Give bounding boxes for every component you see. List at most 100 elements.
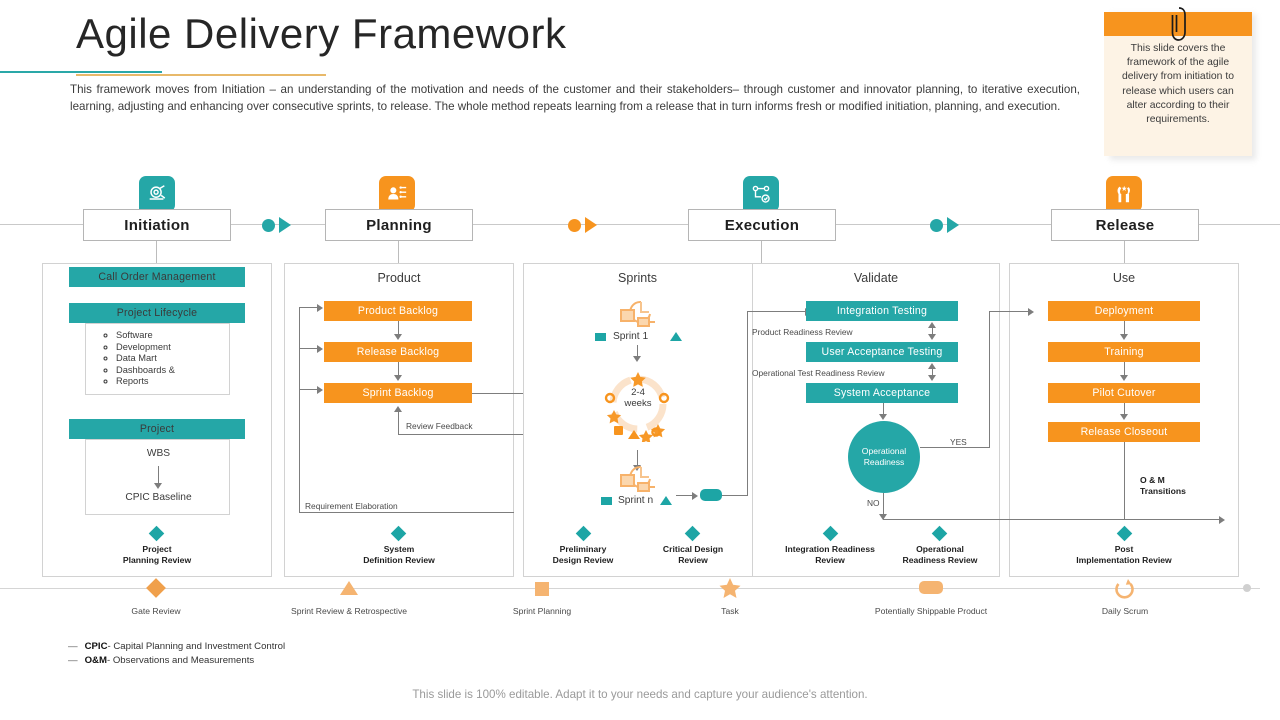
label-review-feedback: Review Feedback: [404, 421, 475, 431]
feeder-to-product: [299, 307, 318, 308]
list-item: Software: [116, 330, 229, 342]
feeder-to-release: [299, 348, 318, 349]
target-scope-icon: [139, 176, 175, 212]
user-plan-icon: [379, 176, 415, 212]
list-item: Development: [116, 342, 229, 354]
arrowhead-icon: [879, 414, 887, 420]
definition-dash: —: [68, 641, 78, 652]
label-sprint-cycle-duration: 2-4 weeks: [624, 387, 652, 409]
star-orange-icon: [719, 578, 741, 598]
square-orange-icon: [535, 582, 549, 596]
definition-desc: - Observations and Measurements: [106, 655, 255, 666]
bar-training[interactable]: Training: [1048, 342, 1200, 362]
sticky-note-header-strip: [1104, 12, 1252, 36]
phase-rail: [0, 224, 1280, 225]
definitions-block: — CPIC- Capital Planning and Investment C…: [68, 640, 285, 668]
label-no: NO: [866, 498, 881, 508]
phase-execution[interactable]: Execution: [688, 209, 836, 241]
sticky-note: This slide covers the framework of the a…: [1104, 6, 1256, 160]
legend-rail: [0, 588, 1260, 589]
requirement-elaboration-line: [299, 512, 514, 513]
bar-release-backlog[interactable]: Release Backlog: [324, 342, 472, 362]
bar-pilot-cutover[interactable]: Pilot Cutover: [1048, 383, 1200, 403]
arrowhead-icon: [928, 322, 936, 328]
cycle-to-sprint-n: [637, 450, 638, 466]
label-operational-test-readiness-review: Operational Test Readiness Review: [752, 368, 885, 378]
gate2-connector: [932, 368, 933, 377]
arrowhead-icon: [317, 304, 323, 312]
phase-initiation[interactable]: Initiation: [83, 209, 231, 241]
bar-project[interactable]: Project: [69, 419, 245, 439]
definition-desc: - Capital Planning and Investment Contro…: [107, 641, 286, 652]
lifecycle-item-list: Software Development Data Mart Dashboard…: [86, 330, 229, 388]
requirement-feeder-rail: [299, 307, 300, 512]
bar-call-order-management[interactable]: Call Order Management: [69, 267, 245, 287]
connector-initiation-planning: [262, 217, 291, 233]
label-sprint-first: Sprint 1: [613, 331, 649, 342]
workflow-check-icon: [743, 176, 779, 212]
definition-term: CPIC: [84, 641, 108, 652]
phase-planning[interactable]: Planning: [325, 209, 473, 241]
capsule-orange-icon: [919, 581, 943, 594]
validate-to-deployment: [989, 311, 1029, 312]
training-to-pilot: [1124, 362, 1125, 376]
sprint-backlog-to-cycle: [472, 393, 570, 394]
review-feedback-stem: [398, 411, 399, 434]
feeder-to-sprint: [299, 389, 318, 390]
bar-system-acceptance[interactable]: System Acceptance: [806, 383, 958, 403]
section-title-use: Use: [1112, 271, 1136, 285]
deployment-to-training: [1124, 321, 1125, 335]
validate-riser: [747, 311, 748, 496]
bar-sprint-backlog[interactable]: Sprint Backlog: [324, 383, 472, 403]
legend-end-dot-icon: [1243, 584, 1251, 592]
bar-product-backlog[interactable]: Product Backlog: [324, 301, 472, 321]
title-rule-orange: [76, 74, 326, 76]
legend-gate-review: Gate Review: [131, 606, 181, 616]
intro-paragraph: This framework moves from Initiation – a…: [70, 83, 1080, 113]
arrowhead-icon: [317, 386, 323, 394]
arrowhead-icon: [1120, 375, 1128, 381]
legend-sprint-review-retrospective: Sprint Review & Retrospective: [290, 606, 408, 616]
arrowhead-icon: [1219, 516, 1225, 524]
stem-initiation: [156, 241, 157, 263]
title-rule-teal: [0, 71, 162, 73]
milestone-operational-readiness-review: Operational Readiness Review: [902, 544, 978, 565]
arrowhead-icon: [928, 334, 936, 340]
sprint1-square-marker-icon: [595, 333, 606, 341]
bar-user-acceptance-testing[interactable]: User Acceptance Testing: [806, 342, 958, 362]
arrowhead-icon: [928, 375, 936, 381]
arrowhead-icon: [394, 334, 402, 340]
sprint-cycle-icon: [604, 372, 670, 442]
definition-row: — CPIC- Capital Planning and Investment C…: [68, 640, 285, 654]
yes-path-riser: [989, 311, 990, 448]
connector-planning-execution: [568, 217, 597, 233]
execution-subpanel-divider: [752, 263, 753, 577]
phase-release[interactable]: Release: [1051, 209, 1199, 241]
sticky-note-body: [1104, 12, 1252, 156]
closeout-to-om: [1124, 442, 1125, 519]
label-wbs: WBS: [146, 448, 171, 459]
decision-operational-readiness[interactable]: Operational Readiness: [848, 421, 920, 493]
paperclip-icon: [1171, 7, 1186, 41]
label-cpic-baseline: CPIC Baseline: [125, 492, 192, 503]
bar-integration-testing[interactable]: Integration Testing: [806, 301, 958, 321]
bar-deployment[interactable]: Deployment: [1048, 301, 1200, 321]
legend-daily-scrum: Daily Scrum: [1101, 606, 1149, 616]
list-item: Data Mart: [116, 353, 229, 365]
list-item: Dashboards &: [116, 365, 229, 377]
validate-entry-line: [747, 311, 806, 312]
sprint1-to-cycle: [637, 345, 638, 357]
milestone-preliminary-design-review: Preliminary Design Review: [552, 544, 614, 565]
section-title-sprints: Sprints: [618, 271, 657, 285]
flow-product-to-release: [398, 321, 399, 335]
arrowhead-icon: [394, 406, 402, 412]
bar-project-lifecycle[interactable]: Project Lifecycle: [69, 303, 245, 323]
yes-path-line: [920, 447, 990, 448]
definition-row: — O&M- Observations and Measurements: [68, 654, 285, 668]
definition-term: O&M: [84, 655, 107, 666]
celebrate-icon: [1106, 176, 1142, 212]
definition-dash: —: [68, 655, 78, 666]
label-sprint-last: Sprint n: [618, 495, 654, 506]
bar-release-closeout[interactable]: Release Closeout: [1048, 422, 1200, 442]
arrowhead-icon: [394, 375, 402, 381]
